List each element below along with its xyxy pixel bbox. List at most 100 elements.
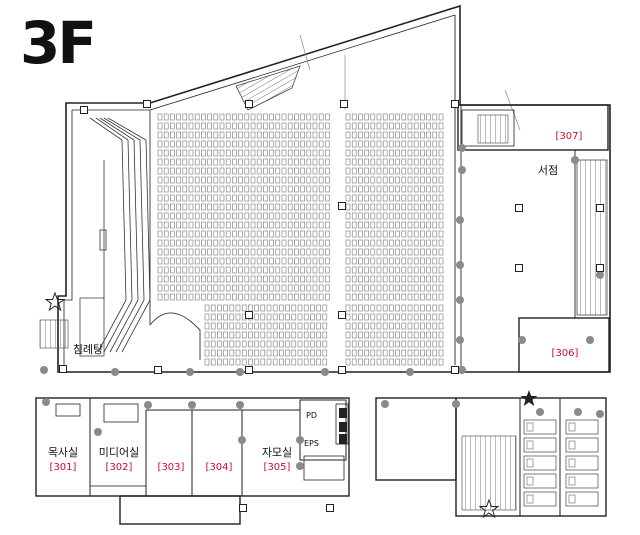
seat xyxy=(256,257,262,265)
seat xyxy=(322,340,328,348)
seat xyxy=(225,122,231,130)
seat xyxy=(351,221,357,229)
seat xyxy=(300,212,305,220)
seat xyxy=(250,176,256,184)
seat xyxy=(188,266,194,274)
seat xyxy=(420,313,425,321)
seat xyxy=(345,140,351,148)
seat xyxy=(219,167,225,175)
seat xyxy=(364,230,369,238)
seat xyxy=(351,158,357,166)
seat xyxy=(225,113,231,121)
seat xyxy=(219,140,225,148)
seat xyxy=(382,122,388,130)
seat xyxy=(194,275,200,283)
column-dot xyxy=(536,408,544,416)
seat xyxy=(376,239,382,247)
column-dot xyxy=(188,401,196,409)
seat xyxy=(279,331,284,339)
seat xyxy=(358,248,363,256)
seat xyxy=(306,131,312,139)
seat xyxy=(426,293,431,301)
seat xyxy=(219,239,225,247)
seat xyxy=(407,349,413,357)
seat xyxy=(256,185,262,193)
seat xyxy=(432,275,438,283)
seat xyxy=(438,203,444,211)
seat xyxy=(263,113,268,121)
seat xyxy=(201,275,206,283)
seat xyxy=(395,358,400,366)
seat xyxy=(432,167,438,175)
seat xyxy=(420,275,425,283)
seat xyxy=(250,203,256,211)
seat xyxy=(194,221,200,229)
seat xyxy=(358,349,363,357)
toilet-fixture xyxy=(526,440,534,450)
seat xyxy=(279,322,284,330)
seat xyxy=(345,149,351,157)
seat xyxy=(275,266,281,274)
seat xyxy=(351,167,357,175)
seat xyxy=(219,266,225,274)
seat xyxy=(229,340,235,348)
seat xyxy=(210,322,216,330)
seat xyxy=(163,131,169,139)
seat xyxy=(376,230,382,238)
seat xyxy=(364,185,369,193)
seat xyxy=(201,158,206,166)
seat xyxy=(163,221,169,229)
seat xyxy=(420,122,425,130)
seat xyxy=(395,340,400,348)
seat xyxy=(370,239,376,247)
seat xyxy=(395,257,400,265)
seat xyxy=(413,293,419,301)
seat xyxy=(413,239,419,247)
seat xyxy=(420,158,425,166)
seat xyxy=(420,185,425,193)
seat xyxy=(376,194,382,202)
seat xyxy=(345,304,351,312)
seat xyxy=(351,257,357,265)
seat xyxy=(225,131,231,139)
seat xyxy=(364,266,369,274)
seat xyxy=(389,140,394,148)
seat xyxy=(244,275,250,283)
seat xyxy=(401,257,407,265)
seat xyxy=(275,284,281,292)
seat xyxy=(389,230,394,238)
seat xyxy=(351,304,357,312)
room-number-307: [307] xyxy=(555,131,583,142)
seat xyxy=(232,221,237,229)
toilet-fixture xyxy=(568,458,576,468)
seat xyxy=(420,140,425,148)
seat xyxy=(370,185,376,193)
seat xyxy=(318,149,324,157)
seat xyxy=(426,322,431,330)
column-dot xyxy=(456,336,464,344)
seat xyxy=(376,304,382,312)
seat xyxy=(358,149,363,157)
seat xyxy=(300,167,305,175)
seat xyxy=(370,158,376,166)
seat xyxy=(176,194,181,202)
seat xyxy=(358,158,363,166)
seat xyxy=(170,275,175,283)
seat xyxy=(420,221,425,229)
seat xyxy=(351,122,357,130)
seat xyxy=(213,248,219,256)
seat xyxy=(420,358,425,366)
seat xyxy=(210,358,216,366)
seat xyxy=(420,284,425,292)
seat xyxy=(395,266,400,274)
seat xyxy=(244,140,250,148)
seat xyxy=(250,194,256,202)
seat xyxy=(235,331,241,339)
seat xyxy=(219,122,225,130)
seat xyxy=(426,113,431,121)
seat xyxy=(238,131,243,139)
seat xyxy=(318,257,324,265)
seat xyxy=(163,293,169,301)
seat xyxy=(279,340,284,348)
seat xyxy=(312,185,318,193)
